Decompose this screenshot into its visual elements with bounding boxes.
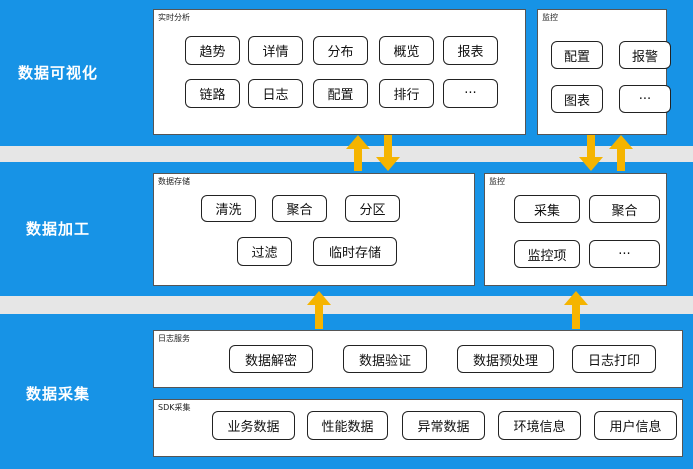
chip-overview[interactable]: 概览	[379, 36, 434, 65]
chip-config[interactable]: 配置	[313, 79, 368, 108]
chip-more[interactable]: ···	[619, 85, 671, 113]
chip-report[interactable]: 报表	[443, 36, 498, 65]
chip-exception-data[interactable]: 异常数据	[402, 411, 485, 440]
chip-performance-data[interactable]: 性能数据	[307, 411, 388, 440]
chip-trace[interactable]: 链路	[185, 79, 240, 108]
chip-partition[interactable]: 分区	[345, 195, 400, 222]
arrow-up-collection-to-monitor	[564, 291, 588, 329]
gap-1	[0, 146, 693, 162]
chip-alarm[interactable]: 报警	[619, 41, 671, 69]
chip-more[interactable]: ···	[443, 79, 498, 108]
chip-collect[interactable]: 采集	[514, 195, 580, 223]
panel-realtime-analysis: 实时分析 趋势 详情 分布 概览 报表 链路 日志 配置 排行 ···	[153, 9, 526, 135]
chip-user-info[interactable]: 用户信息	[594, 411, 677, 440]
panel-title: 实时分析	[158, 13, 190, 22]
chip-chart[interactable]: 图表	[551, 85, 603, 113]
chip-temp-storage[interactable]: 临时存储	[313, 237, 397, 266]
panel-title: 日志服务	[158, 334, 190, 343]
chip-distribution[interactable]: 分布	[313, 36, 368, 65]
chip-filter[interactable]: 过滤	[237, 237, 292, 266]
panel-title: SDK采集	[158, 403, 191, 412]
panel-sdk-collection: SDK采集 业务数据 性能数据 异常数据 环境信息 用户信息	[153, 399, 683, 457]
arrow-down-monitor	[579, 135, 603, 171]
panel-log-service: 日志服务 数据解密 数据验证 数据预处理 日志打印	[153, 330, 683, 388]
chip-aggregate[interactable]: 聚合	[272, 195, 327, 222]
arrow-down-analysis-to-storage	[376, 135, 400, 171]
panel-monitor-mid: 监控 采集 聚合 监控项 ···	[484, 173, 667, 286]
panel-data-storage: 数据存储 清洗 聚合 分区 过滤 临时存储	[153, 173, 475, 286]
chip-clean[interactable]: 清洗	[201, 195, 256, 222]
layer-label-collection: 数据采集	[26, 385, 91, 403]
arrow-up-monitor	[609, 135, 633, 171]
panel-monitor-top: 监控 配置 报警 图表 ···	[537, 9, 671, 135]
chip-monitor-item[interactable]: 监控项	[514, 240, 580, 268]
panel-title: 监控	[542, 13, 558, 22]
chip-log[interactable]: 日志	[248, 79, 303, 108]
layer-label-visualization: 数据可视化	[18, 64, 99, 82]
chip-business-data[interactable]: 业务数据	[212, 411, 295, 440]
chip-ranking[interactable]: 排行	[379, 79, 434, 108]
chip-log-print[interactable]: 日志打印	[572, 345, 656, 373]
panel-title: 监控	[489, 177, 505, 186]
chip-config[interactable]: 配置	[551, 41, 603, 69]
arrow-up-storage-to-analysis	[346, 135, 370, 171]
chip-environment-info[interactable]: 环境信息	[498, 411, 581, 440]
chip-validate[interactable]: 数据验证	[343, 345, 427, 373]
chip-aggregate[interactable]: 聚合	[589, 195, 660, 223]
chip-preprocess[interactable]: 数据预处理	[457, 345, 554, 373]
chip-more[interactable]: ···	[589, 240, 660, 268]
chip-decrypt[interactable]: 数据解密	[229, 345, 313, 373]
chip-detail[interactable]: 详情	[248, 36, 303, 65]
layer-label-processing: 数据加工	[26, 220, 91, 238]
panel-title: 数据存储	[158, 177, 190, 186]
chip-trend[interactable]: 趋势	[185, 36, 240, 65]
gap-2	[0, 296, 693, 314]
arrow-up-collection-to-storage	[307, 291, 331, 329]
